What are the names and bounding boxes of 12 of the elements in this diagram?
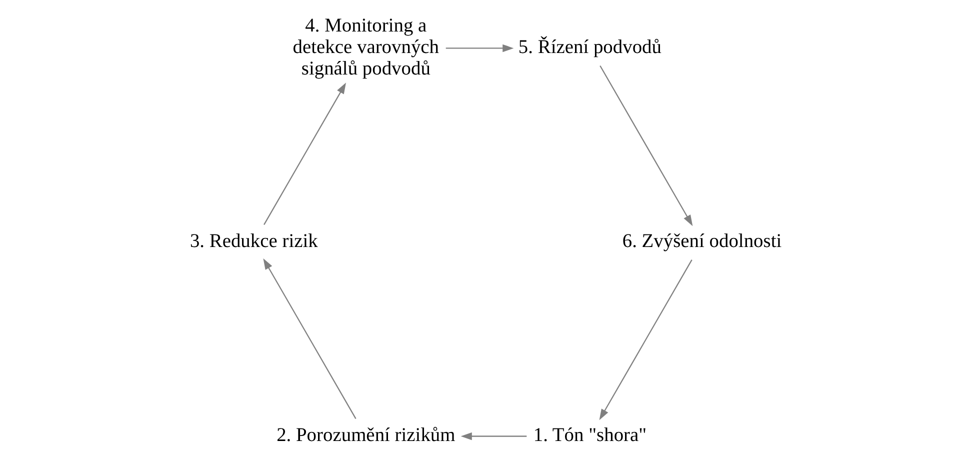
node-text: 3. Redukce rizik — [190, 231, 318, 252]
node-text: 4. Monitoring a detekce varovných signálů podvodů — [292, 16, 440, 80]
arrow — [600, 65, 693, 226]
arrow — [263, 258, 356, 419]
node-text: 5. Řízení podvodů — [518, 37, 662, 58]
arrow — [460, 432, 527, 440]
arrow — [264, 82, 346, 225]
node-text: 1. Tón "shora" — [533, 425, 647, 446]
node-text: 6. Zvýšení odolnosti — [622, 231, 782, 252]
node-text: 2. Porozumění rizikům — [276, 425, 456, 446]
arrow — [446, 44, 514, 52]
arrow — [599, 260, 692, 420]
